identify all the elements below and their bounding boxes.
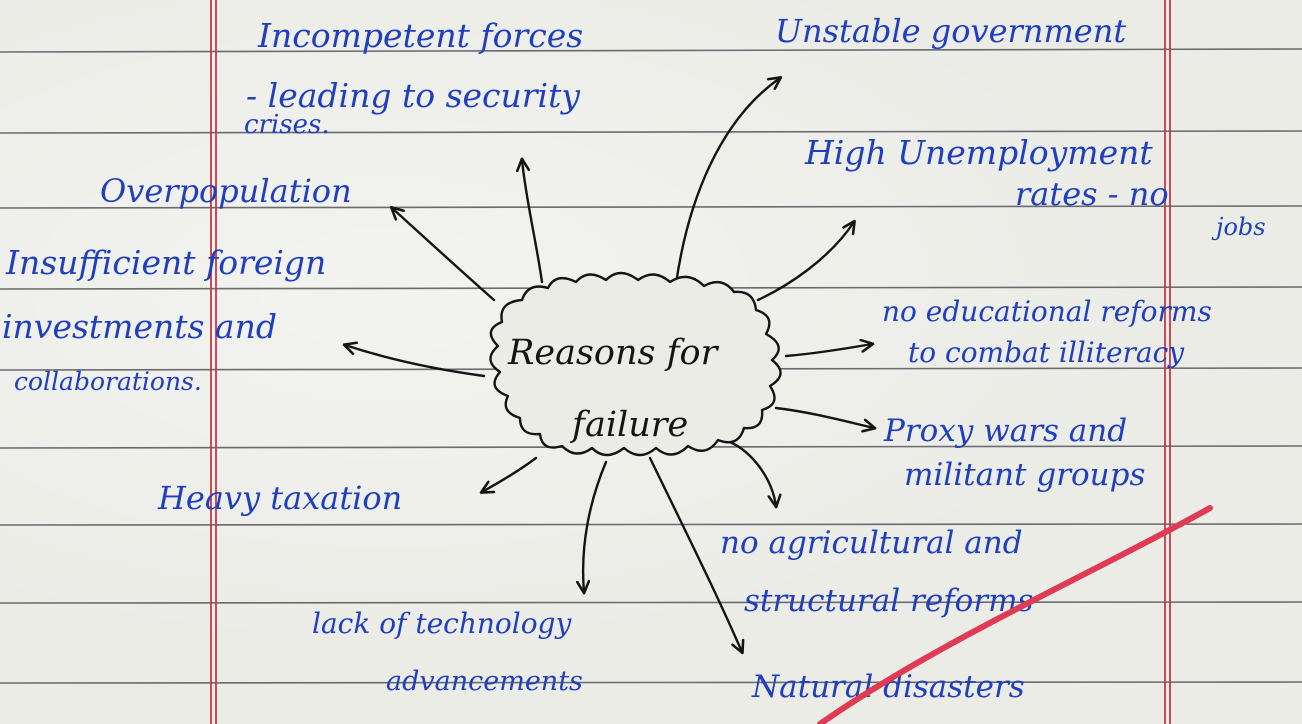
insufficient-foreign-line-1: Insufficient foreign bbox=[6, 243, 327, 282]
center-label-line-2: failure bbox=[572, 405, 689, 445]
rule-line bbox=[0, 48, 1302, 53]
heavy-taxation-text: Heavy taxation bbox=[158, 479, 403, 517]
arrow-to-no-educational-reforms bbox=[784, 344, 872, 358]
proxy-wars-line-1: Proxy wars and bbox=[884, 413, 1128, 449]
unstable-government-text: Unstable government bbox=[775, 12, 1127, 50]
center-label-line-1: Reasons for bbox=[508, 333, 718, 373]
high-unemployment-line-1: High Unemployment bbox=[805, 133, 1153, 172]
no-educational-reforms-line-2: to combat illiteracy bbox=[908, 336, 1185, 369]
proxy-wars-line-2: militant groups bbox=[904, 457, 1146, 493]
no-agricultural-reforms-line-2: structural reforms bbox=[744, 583, 1034, 619]
arrow-to-lack-of-technology bbox=[583, 460, 608, 592]
lack-of-technology-line-2: advancements bbox=[386, 666, 583, 697]
arrow-to-high-unemployment bbox=[756, 222, 854, 302]
arrow-to-insufficient-foreign bbox=[345, 345, 486, 378]
arrow-to-no-agricultural-reforms bbox=[728, 440, 776, 506]
incompetent-forces-line-1: Incompetent forces bbox=[258, 16, 584, 55]
arrow-to-unstable-government bbox=[674, 78, 780, 286]
rule-line bbox=[0, 523, 1302, 526]
insufficient-foreign-line-3: collaborations. bbox=[14, 367, 202, 396]
arrow-to-heavy-taxation bbox=[482, 456, 538, 492]
rule-line bbox=[0, 681, 1302, 684]
arrow-to-incompetent-forces bbox=[522, 160, 544, 284]
rule-line bbox=[0, 601, 1302, 604]
rule-line bbox=[0, 130, 1302, 134]
rule-line bbox=[0, 205, 1302, 209]
incompetent-forces-line-2: - leading to security bbox=[246, 76, 580, 115]
arrow-to-overpopulation bbox=[392, 208, 496, 302]
center-cloud bbox=[489, 271, 782, 457]
insufficient-foreign-line-2: investments and bbox=[2, 307, 277, 346]
red-strike-line bbox=[817, 505, 1213, 724]
incompetent-forces-line-3: crises. bbox=[244, 110, 330, 140]
lack-of-technology-line-1: lack of technology bbox=[312, 607, 572, 640]
overpopulation-text: Overpopulation bbox=[100, 172, 352, 210]
high-unemployment-line-3: jobs bbox=[1216, 213, 1266, 241]
arrow-to-natural-disasters bbox=[648, 456, 742, 652]
high-unemployment-line-2: rates - no bbox=[1015, 175, 1169, 213]
arrow-to-proxy-wars bbox=[774, 406, 874, 428]
no-agricultural-reforms-line-1: no agricultural and bbox=[720, 525, 1023, 561]
no-educational-reforms-line-1: no educational reforms bbox=[882, 295, 1212, 328]
